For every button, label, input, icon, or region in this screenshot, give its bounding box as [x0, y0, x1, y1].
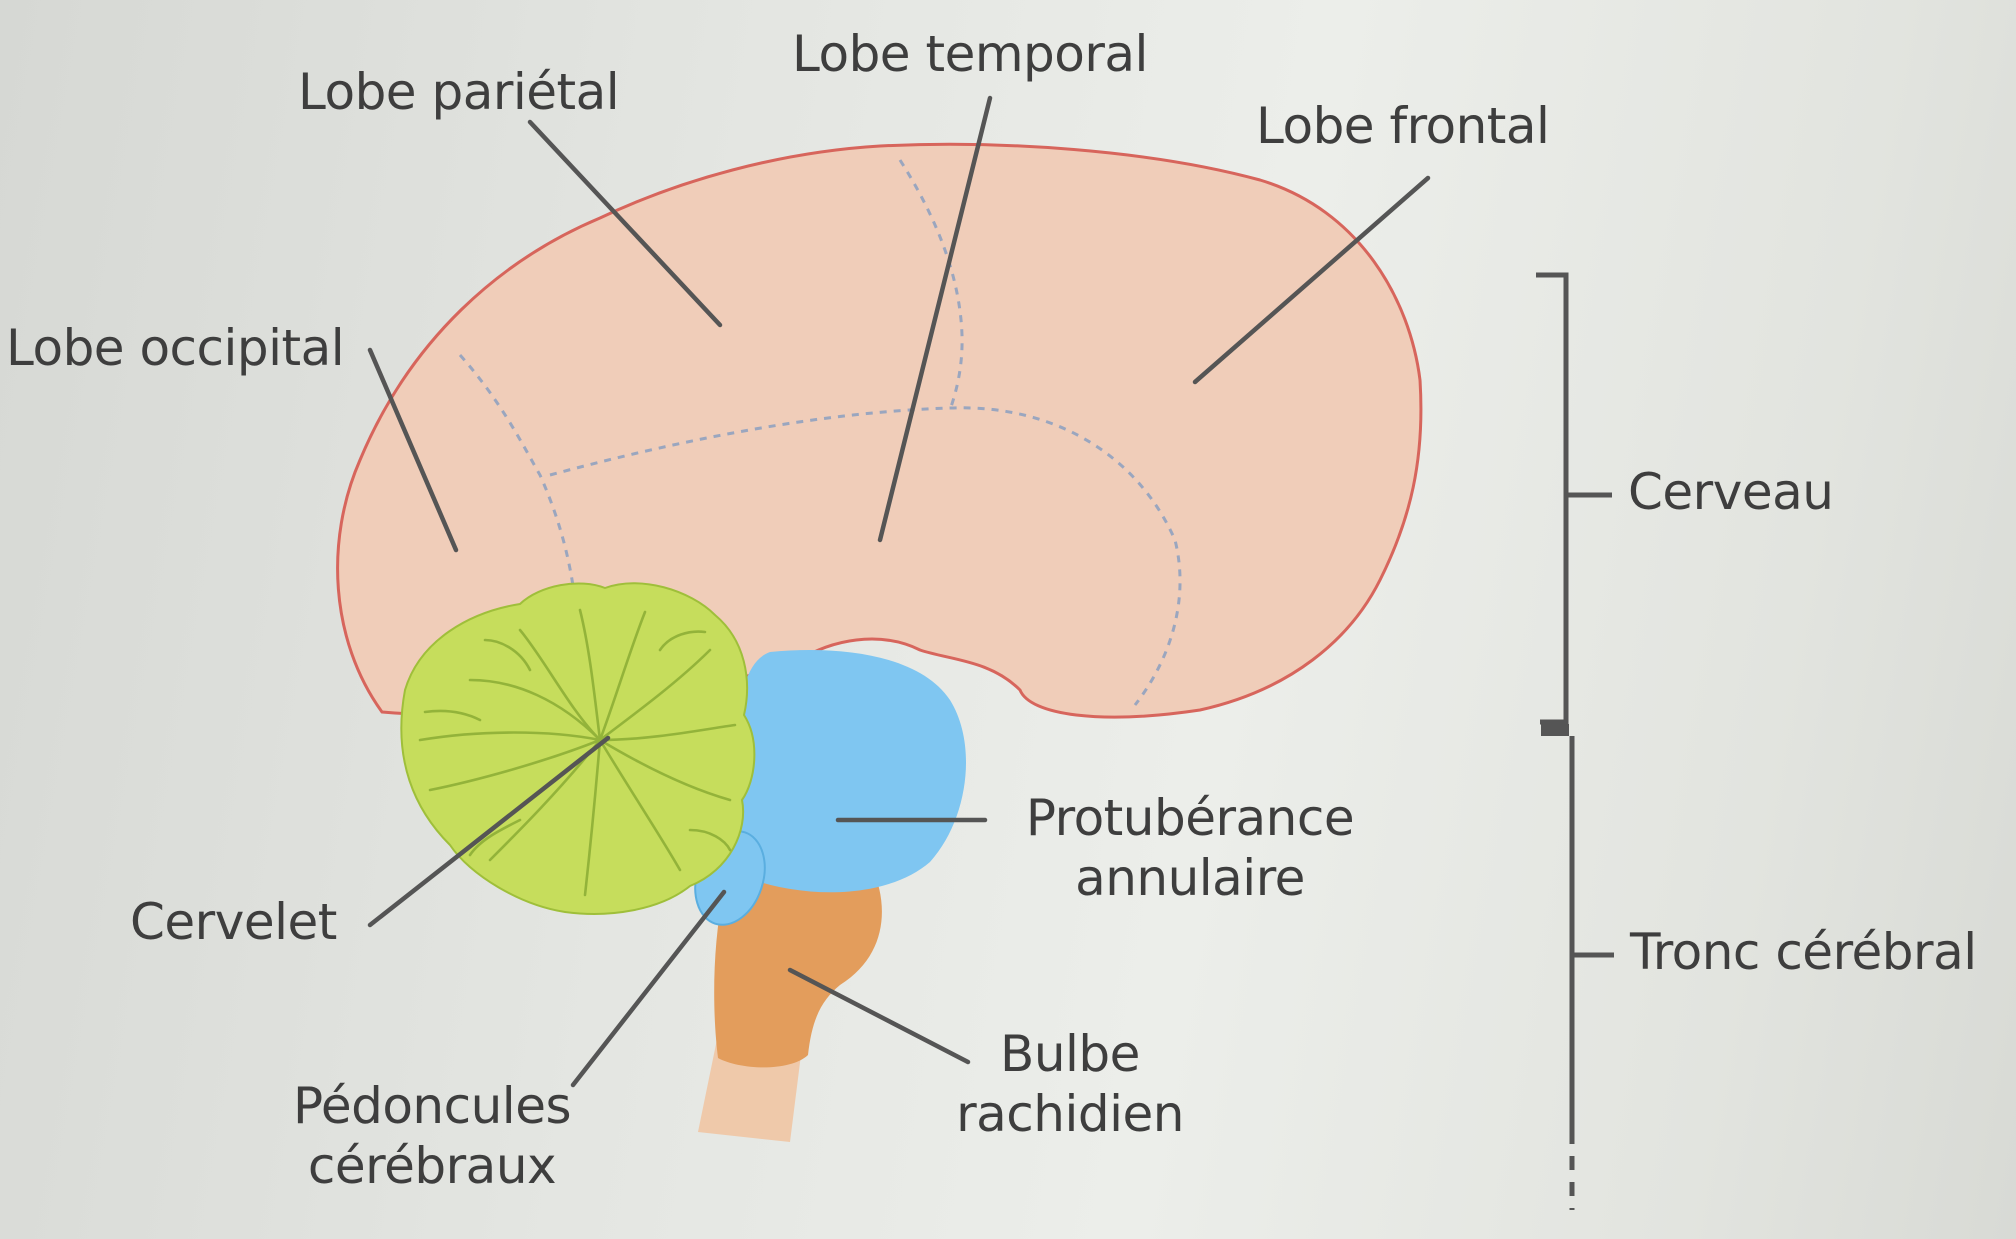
label-cerveau: Cerveau [1628, 463, 1834, 521]
occipital-boundary [458, 354, 577, 601]
leader-cervelet [367, 735, 611, 928]
label-lobe-parietal: Lobe pariétal [298, 63, 620, 121]
label-protuberance-line2: annulaire [1075, 849, 1305, 907]
central-sulcus [898, 159, 964, 411]
leader-lobe-parietal [527, 119, 723, 328]
label-pedoncules-line2: cérébraux [307, 1137, 557, 1195]
label-pedoncules-cerebraux: Pédoncules cérébraux [262, 1076, 602, 1196]
cerebellum-folia [418, 608, 737, 897]
leader-pedoncules [570, 889, 727, 1088]
label-protuberance-line1: Protubérance [1025, 789, 1355, 847]
leader-lobe-temporal [877, 95, 993, 543]
medulla-oblongata [714, 872, 882, 1068]
label-tronc-cerebral: Tronc cérébral [1630, 923, 1977, 981]
bracket-joint [1541, 724, 1569, 736]
label-pedoncules-line1: Pédoncules [292, 1077, 572, 1135]
label-lobe-occipital: Lobe occipital [6, 319, 345, 377]
structure-bracket [1536, 272, 1614, 1130]
label-lobe-frontal: Lobe frontal [1256, 97, 1550, 155]
label-cervelet: Cervelet [130, 893, 337, 951]
label-bulbe-line2: rachidien [956, 1085, 1184, 1143]
leader-lobe-frontal [1192, 175, 1431, 385]
lobe-boundaries [458, 159, 1182, 706]
leader-lobe-occipital [367, 347, 459, 553]
label-bulbe-rachidien: Bulbe rachidien [920, 1024, 1220, 1144]
label-lobe-temporal: Lobe temporal [792, 25, 1148, 83]
leader-bulbe [787, 967, 971, 1065]
pons [731, 649, 967, 893]
bracket-cerveau [1536, 272, 1569, 725]
temporal-boundary [549, 406, 1182, 706]
label-protuberance-annulaire: Protubérance annulaire [1010, 788, 1370, 908]
leader-lines [367, 95, 1431, 1088]
label-bulbe-line1: Bulbe [1000, 1025, 1140, 1083]
